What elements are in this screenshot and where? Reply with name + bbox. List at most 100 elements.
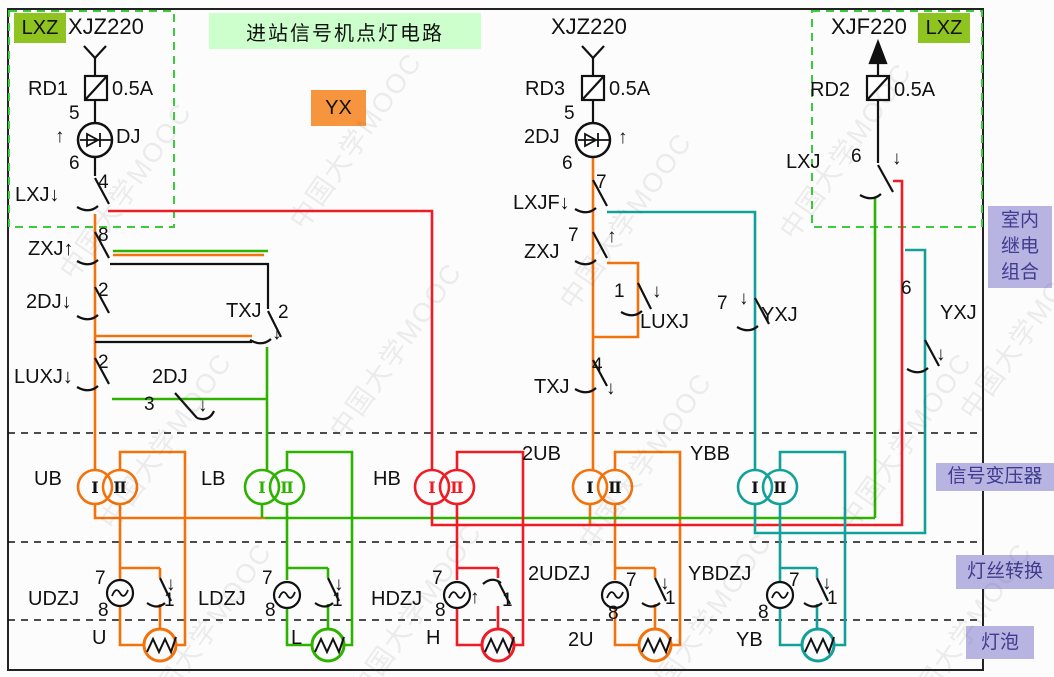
2udzj-arrow: ↓ — [660, 573, 670, 594]
coil-udzj-icon — [105, 578, 135, 608]
lb-winding2: Ⅱ — [280, 478, 294, 497]
contact-yxj-lower-label: YXJ — [940, 302, 977, 324]
contact-yxj-upper-label: YXJ — [761, 304, 798, 326]
contact-lxjf-icon — [574, 179, 608, 214]
contact-txj-left-label: TXJ — [226, 300, 262, 322]
contact-luxj-mid-label: LUXJ — [640, 311, 689, 333]
fuse-rd1-icon — [83, 74, 109, 102]
red-wires — [108, 179, 904, 663]
contact-txj-mid-terminal: 4 — [592, 355, 603, 376]
feed-source-right: XJF220 — [831, 14, 907, 39]
contact-lxjf-label: LXJF↓ — [513, 192, 570, 214]
contact-lxj-right-arrow: ↓ — [892, 148, 902, 169]
contact-luxj-mid-icon — [620, 282, 652, 317]
relay-combo-line1: 室内 — [1000, 210, 1039, 231]
lamp-yb-label: YB — [736, 629, 763, 651]
transformer-hb-label: HB — [373, 468, 401, 490]
hb-winding2: Ⅱ — [450, 478, 464, 497]
contact-yxj-upper-icon — [736, 297, 770, 332]
hdzj-t7: 7 — [432, 568, 443, 589]
udzj-t8: 8 — [98, 600, 109, 621]
dj-state-arrow: ↑ — [55, 126, 65, 147]
contact-txj-mid-arrow: ↓ — [606, 378, 616, 399]
ldzj-arrow: ↓ — [334, 574, 344, 595]
lamp-u-label: U — [92, 627, 107, 649]
ybdzj-t7: 7 — [789, 570, 800, 591]
section-label-relay-combo: 室内 继电 组合 — [988, 206, 1052, 288]
ybdzj-t1: 1 — [827, 588, 838, 609]
fuse-rd3-icon — [580, 74, 606, 102]
contact-hdzj-icon — [482, 578, 511, 605]
contact-luxj-left-icon — [76, 357, 110, 392]
contact-zxj-left-terminal: 8 — [98, 225, 109, 246]
dj-terminal-bottom: 6 — [69, 153, 80, 174]
contact-yxj-lower-icon — [906, 339, 940, 374]
contact-2dj-3-arrow: ↓ — [198, 395, 208, 416]
contact-yxj-lower-arrow: ↓ — [936, 344, 946, 365]
coil-hdzj-icon — [442, 580, 472, 610]
fuse-rd1-label: RD1 — [28, 78, 69, 100]
udzj-t1: 1 — [164, 590, 175, 611]
yx-badge: YX — [311, 90, 366, 126]
contact-lxj-right-icon — [859, 164, 894, 200]
green-wires — [112, 198, 877, 663]
contact-ldzj-icon — [314, 577, 340, 608]
udzj-t7: 7 — [95, 568, 106, 589]
coil-ldzj-icon — [272, 580, 302, 610]
lxz-badge-left: LXZ — [14, 13, 66, 43]
coil-2dj-label: 2DJ — [524, 126, 560, 148]
fuse-rd3-label: RD3 — [525, 78, 566, 100]
lamp-2u-label: 2U — [568, 629, 594, 651]
section-label-bulb: 灯泡 — [966, 626, 1034, 659]
hdzj-t1: 1 — [502, 590, 513, 611]
2udzj-t8: 8 — [608, 603, 619, 624]
contact-luxj-mid-terminal: 1 — [614, 281, 625, 302]
ybb-winding1: Ⅰ — [751, 478, 759, 497]
contact-2dj-left-label: 2DJ↓ — [26, 291, 72, 313]
teal-wires — [607, 210, 927, 663]
contact-2dj-3-label: 2DJ — [152, 366, 188, 388]
ldzj-t8: 8 — [265, 600, 276, 621]
contact-ybdzj-icon — [803, 577, 829, 608]
udzj-arrow: ↓ — [166, 574, 176, 595]
fuse-rd2-rating: 0.5A — [894, 79, 936, 101]
contact-zxj-mid-arrow: ↑ — [607, 226, 617, 247]
relay-room-dashed-boxes — [8, 10, 983, 228]
feed-source-middle: XJZ220 — [551, 14, 627, 39]
relay-ybdzj-label: YBDZJ — [688, 563, 752, 585]
contact-txj-left-terminal: 2 — [278, 302, 289, 323]
contact-udzj-icon — [146, 577, 172, 608]
contact-zxj-left-label: ZXJ↑ — [28, 238, 74, 260]
contact-luxj-left-label: LUXJ↓ — [14, 366, 73, 388]
2udzj-t1: 1 — [665, 588, 676, 609]
contact-2dj-left-icon — [76, 286, 110, 321]
lamp-h-label: H — [426, 627, 441, 649]
coil-2dj-icon — [574, 121, 612, 159]
transformer-ybb-label: YBB — [690, 443, 731, 465]
lxz-badge-right: LXZ — [918, 13, 970, 43]
dj2-terminal-bottom: 6 — [562, 153, 573, 174]
dj-terminal-top: 5 — [69, 103, 80, 124]
ub-winding1: Ⅰ — [91, 478, 99, 497]
contact-txj-left-arrow: ↓ — [272, 323, 282, 344]
coil-ybdzj-icon — [765, 580, 795, 610]
2udzj-t7: 7 — [626, 570, 637, 591]
coil-dj-label: DJ — [116, 126, 141, 148]
fuse-rd3-rating: 0.5A — [609, 78, 651, 100]
lamp-filament-icons — [146, 636, 835, 655]
contact-2dj-3-terminal: 3 — [144, 394, 155, 415]
contact-luxj-left-terminal: 2 — [98, 352, 109, 373]
feed-source-left: XJZ220 — [68, 14, 144, 39]
transformer-ub-label: UB — [34, 468, 62, 490]
contact-lxj-left-label: LXJ↓ — [15, 184, 60, 206]
contact-zxj-mid-icon — [574, 231, 608, 266]
contact-lxj-left-icon — [76, 177, 110, 212]
contact-txj-mid-icon — [574, 359, 608, 394]
contact-lxj-right-terminal: 6 — [851, 146, 862, 167]
contact-lxj-left-terminal: 4 — [98, 172, 109, 193]
contact-lxj-right-label: LXJ — [786, 151, 821, 173]
2ub-winding2: Ⅱ — [608, 478, 622, 497]
ldzj-t7: 7 — [262, 568, 273, 589]
contact-zxj-left-icon — [76, 231, 110, 266]
